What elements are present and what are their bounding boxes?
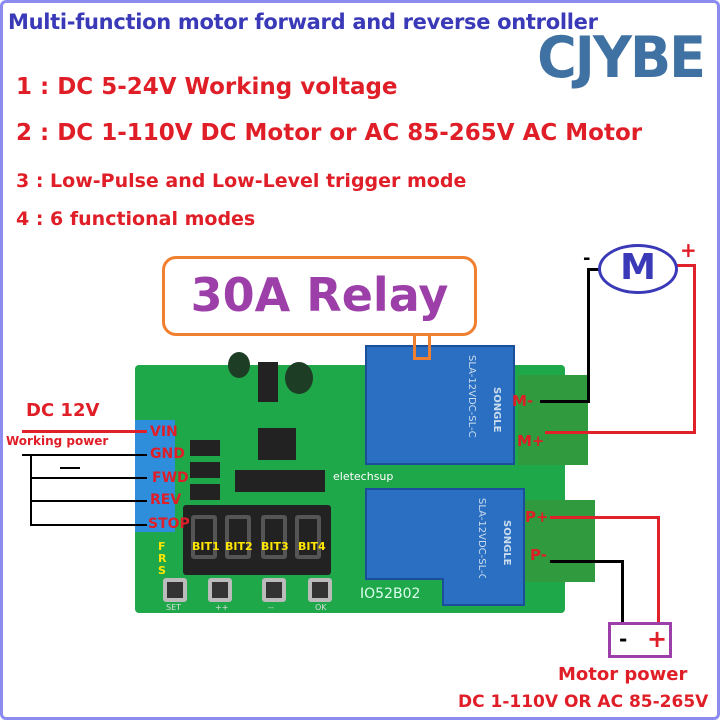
button-label: ++ — [215, 603, 229, 612]
terminal-vin: VIN — [150, 424, 178, 440]
ok-button[interactable] — [308, 578, 332, 602]
terminal-m-minus: M- — [512, 392, 534, 410]
relay-brand: SONGLE — [491, 387, 502, 433]
terminal-fwd: FWD — [152, 470, 189, 486]
feature-2: 2 : DC 1-110V DC Motor or AC 85-265V AC … — [16, 120, 643, 146]
motor-symbol: M — [598, 244, 678, 294]
optocoupler — [190, 440, 220, 456]
regulator — [258, 362, 278, 402]
terminal-gnd: GND — [150, 446, 185, 462]
set-button[interactable] — [163, 578, 187, 602]
led-display — [183, 505, 331, 575]
power-minus: - — [619, 627, 628, 651]
feature-3: 3 : Low-Pulse and Low-Level trigger mode — [16, 170, 467, 192]
plus-button[interactable] — [208, 578, 232, 602]
relay-2-base — [442, 578, 525, 606]
board-model: IO52B02 — [360, 586, 421, 602]
page-title: Multi-function motor forward and reverse… — [8, 10, 598, 34]
capacitor — [228, 352, 250, 378]
board-brand: eletechsup — [333, 470, 394, 483]
relay-model: SLA-12VDC-SL-C — [476, 498, 487, 581]
relay-callout: 30A Relay — [162, 256, 477, 336]
optocoupler — [190, 462, 220, 478]
relay-model: SLA-12VDC-SL-C — [466, 355, 477, 438]
indicator-r: R — [158, 552, 167, 565]
terminal-p-minus: P- — [530, 546, 547, 564]
motor-terminal-block — [518, 375, 588, 465]
terminal-stop: STOP — [148, 516, 190, 532]
optocoupler — [190, 484, 220, 500]
power-range: DC 1-110V OR AC 85-265V — [458, 692, 709, 712]
power-plus: + — [647, 625, 668, 653]
power-terminal-block — [525, 500, 595, 582]
motor-minus: - — [583, 248, 591, 269]
relay-brand: SONGLE — [501, 520, 512, 566]
ic-chip — [258, 428, 296, 460]
feature-4: 4 : 6 functional modes — [16, 208, 256, 230]
minus-button[interactable] — [262, 578, 286, 602]
indicator-s: S — [158, 564, 166, 577]
digit-label: BIT2 — [225, 540, 253, 553]
button-label: OK — [315, 603, 327, 612]
button-label: -- — [268, 603, 274, 612]
digit-label: BIT4 — [298, 540, 326, 553]
input-terminal-block — [135, 420, 175, 532]
terminal-m-plus: M+ — [517, 432, 545, 450]
input-label: Working power — [6, 434, 109, 448]
button-label: SET — [166, 603, 182, 612]
power-title: Motor power — [558, 664, 688, 685]
relay-2: SLA-12VDC-SL-C SONGLE — [365, 488, 525, 581]
indicator-f: F — [158, 540, 166, 553]
relay-1: SLA-12VDC-SL-C SONGLE — [365, 345, 515, 465]
power-supply-symbol: - + — [608, 622, 672, 658]
terminal-rev: REV — [150, 492, 182, 508]
terminal-p-plus: P+ — [525, 508, 549, 526]
feature-1: 1 : DC 5-24V Working voltage — [16, 74, 398, 100]
ic-chip — [235, 470, 325, 492]
digit-label: BIT1 — [192, 540, 220, 553]
digit-label: BIT3 — [261, 540, 289, 553]
callout-arrow — [413, 336, 431, 360]
motor-plus: + — [680, 238, 697, 262]
capacitor — [285, 362, 313, 394]
input-voltage: DC 12V — [26, 400, 100, 421]
brand-logo: CJYBE — [537, 24, 706, 91]
